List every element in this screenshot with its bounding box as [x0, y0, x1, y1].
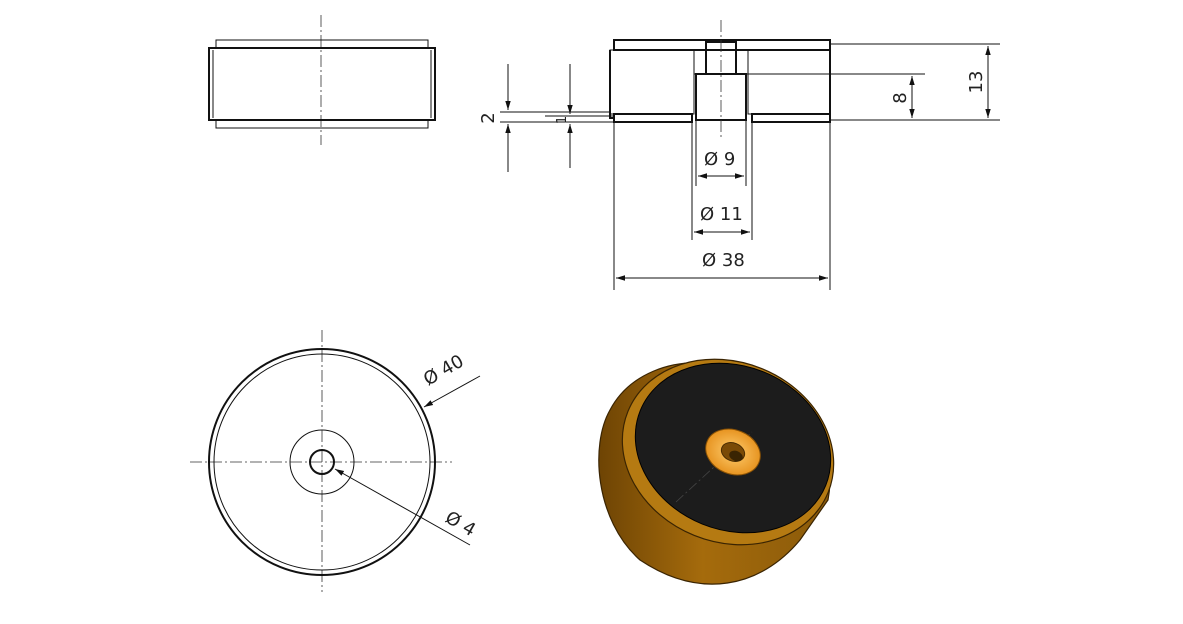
dim-label-4: Ø 4	[442, 507, 480, 541]
leader-4	[334, 468, 471, 546]
front-bottom-rim	[215, 119, 429, 129]
front-top-rim	[215, 39, 429, 49]
top-view: Ø 40 Ø 4	[190, 330, 481, 592]
section-outline	[609, 50, 831, 119]
dim-label-8: 8	[890, 92, 911, 103]
dim-label-40: Ø 40	[420, 351, 468, 391]
section-bottom-plate-left	[613, 113, 693, 123]
section-left-body	[609, 49, 695, 115]
front-view	[208, 15, 436, 145]
section-top-plate	[613, 39, 831, 51]
dim-label-9: Ø 9	[704, 149, 735, 170]
isometric-view	[598, 358, 835, 585]
inner-rim-circle	[213, 353, 431, 571]
dim-label-38: Ø 38	[702, 250, 745, 271]
leader-40	[423, 375, 481, 408]
section-bottom-plate-right	[751, 113, 831, 123]
section-right-body	[747, 49, 831, 115]
dim-label-13: 13	[966, 71, 987, 94]
hub-circle	[289, 429, 355, 495]
front-body	[208, 47, 436, 121]
section-view: Ø 9 Ø 11 Ø 38 8 13 2 1	[478, 20, 1000, 290]
outer-circle	[208, 348, 436, 576]
bore-circle	[309, 449, 335, 475]
dim-label-11: Ø 11	[700, 204, 743, 225]
dim-label-1: 1	[555, 116, 570, 124]
iso-bore-shadow	[729, 450, 743, 462]
dim-label-2: 2	[478, 112, 499, 123]
